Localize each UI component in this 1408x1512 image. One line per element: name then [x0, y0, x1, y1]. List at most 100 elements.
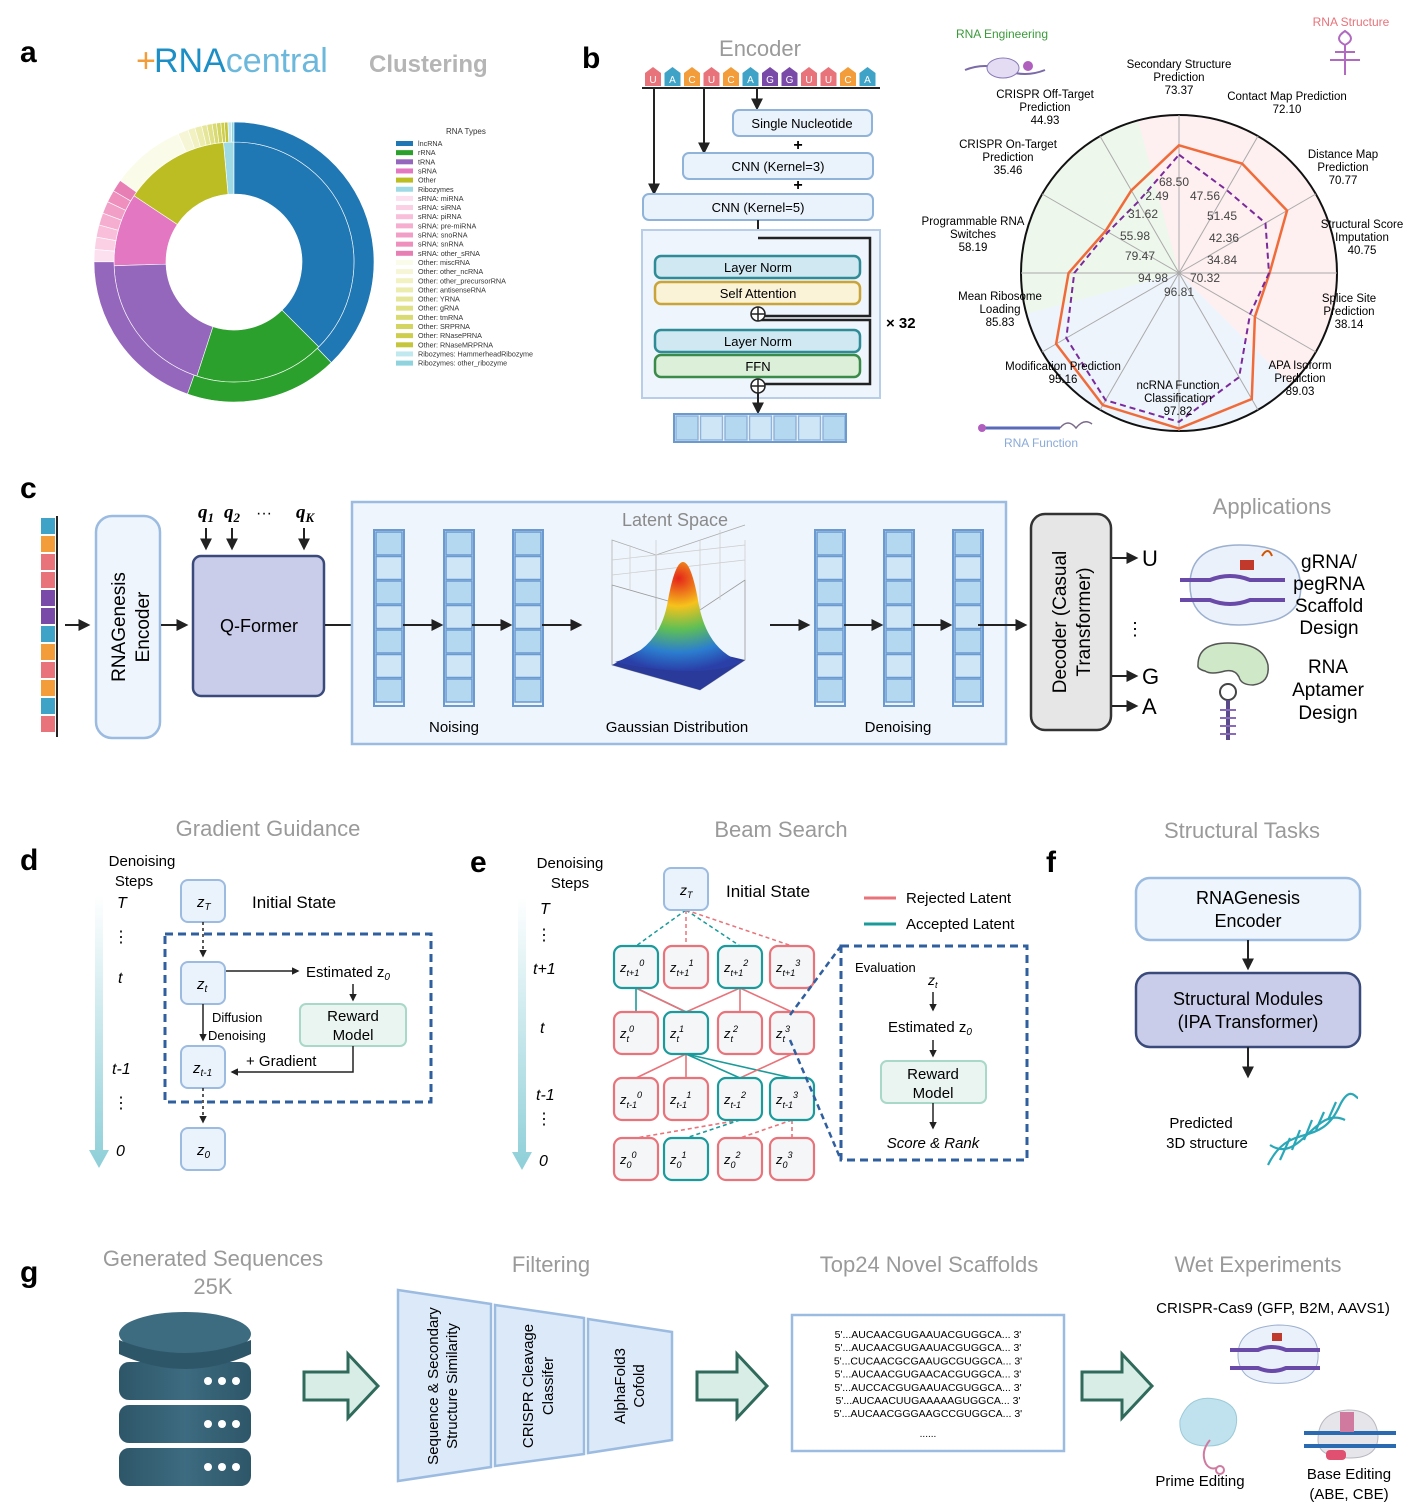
output-token-u: U [1142, 546, 1158, 571]
rna-type-legend: RNA Types lncRNArRNAtRNAsRNAOtherRibozym… [396, 127, 533, 368]
radar-axis-label: APA Isoform [1268, 360, 1331, 372]
radar-axis-value: 73.37 [1165, 85, 1194, 97]
scaffold-sequence: 5'...AUCCACGUGAAUACGUGGCA... 3' [834, 1382, 1021, 1394]
e-step-t-1: t-1 [536, 1087, 555, 1104]
e-steps-line1: Denoising [537, 855, 604, 872]
e-steps-arrow-icon [512, 897, 532, 1170]
nucleotide-letter: U [708, 75, 715, 86]
accepted-latent [662, 1010, 710, 1056]
cnn3-label: CNN (Kernel=3) [732, 159, 825, 174]
v-nucleotide-tile [41, 590, 55, 606]
latent-cell [514, 629, 542, 654]
scaffold-sequence: 5'...AUCAACGGGAAGCCGUGGCA... 3' [834, 1408, 1022, 1420]
generated-seq-line1: Generated Sequences [103, 1246, 323, 1271]
scaffold-sequence: 5'...AUCAACUUGAAAAAGUGGCA... 3' [836, 1395, 1021, 1407]
evaluation-label: Evaluation [855, 960, 916, 975]
e-step-t: t [540, 1020, 545, 1037]
v-nucleotide-tile [41, 698, 55, 714]
flow-arrow-2-icon [695, 1350, 770, 1422]
scaffold-sequence: 5'...AUCAACGUGAACACGUGGCA... 3' [835, 1369, 1022, 1381]
e-step-T: T [540, 901, 551, 918]
reward-model-line2: Model [333, 1027, 374, 1044]
latent-column [373, 529, 405, 707]
legend-entry: Other: RNaseMRPRNA [418, 340, 493, 349]
nucleotide-letter: C [844, 75, 851, 86]
nucleotide-letter: U [805, 75, 812, 86]
legend-swatch [396, 241, 413, 247]
single-nucleotide-box [732, 109, 873, 137]
outer-slice-other-miscrna [119, 133, 187, 193]
layer-norm-2-label: Layer Norm [724, 334, 792, 349]
e-step-t+1: t+1 [533, 961, 556, 978]
state-zT-label: zT [196, 894, 212, 913]
nucleotide-letter: C [688, 75, 695, 86]
filter1-line2: Structure Similarity [444, 1323, 461, 1449]
rnagenesis-encoder-line2: Encoder [133, 591, 154, 662]
radar-axis [1041, 193, 1180, 274]
legend-entry: Other: antisenseRNA [418, 285, 486, 294]
latent-cell [816, 604, 844, 630]
latent-cell [954, 604, 982, 630]
legend-entry: sRNA: piRNA [418, 212, 462, 221]
legend-entry: sRNA: snoRNA [418, 231, 468, 240]
radar-axis [1178, 193, 1317, 274]
scaffold-list-box [790, 1313, 1066, 1453]
nucleotide-tile [664, 67, 681, 86]
radar-inner-value: 34.84 [1207, 253, 1237, 267]
radar-series-baseline [1065, 153, 1271, 423]
outer-slice-other-grna [206, 123, 216, 145]
layer-norm-1-label: Layer Norm [724, 260, 792, 275]
self-attention-box [653, 280, 862, 306]
radar-axis [1178, 272, 1317, 353]
structural-modules-line2: (IPA Transformer) [1178, 1012, 1319, 1032]
structural-modules-line1: Structural Modules [1173, 989, 1323, 1009]
step-0: 0 [116, 1143, 125, 1160]
radar-axis [1041, 272, 1180, 353]
legend-swatch [396, 150, 413, 156]
latent-cell [375, 678, 403, 703]
filtering-title: Filtering [512, 1252, 590, 1277]
legend-swatch [396, 278, 413, 284]
qformer-box [191, 554, 326, 698]
latent-cell [375, 580, 403, 605]
v-nucleotide-tile [41, 518, 55, 534]
nucleotide-letter: A [747, 75, 754, 86]
latent-cell [885, 531, 913, 556]
legend-entry: lncRNA [418, 139, 443, 148]
radar-axis-label-2: Prediction [1019, 102, 1070, 114]
latent-cell [885, 604, 913, 630]
latent-cell [954, 580, 982, 605]
radar-inner-value: 42.36 [1209, 231, 1239, 245]
layer-norm-2-box [653, 328, 862, 354]
predicted-line2: 3D structure [1166, 1135, 1248, 1152]
outer-slice-other-antisenserna [194, 125, 207, 148]
latent-cell [514, 653, 542, 679]
app2-line3: Design [1298, 703, 1357, 724]
latent-cell [375, 555, 403, 581]
radar-axis-value: 58.19 [959, 242, 988, 254]
latent-cell [954, 555, 982, 581]
app1-line4: Design [1299, 618, 1358, 639]
base-editing-line2: (ABE, CBE) [1309, 1486, 1388, 1503]
legend-swatch [396, 287, 413, 293]
latent-cell [375, 629, 403, 654]
latent-cell [445, 555, 473, 581]
radar-inner-value: 47.56 [1190, 189, 1220, 203]
radar-axis-label: Secondary Structure [1127, 59, 1232, 71]
legend-swatch [396, 324, 413, 329]
rejected-latent [662, 944, 710, 990]
radar-axis [1099, 272, 1180, 411]
radar-axis-label: Modification Prediction [1005, 361, 1121, 373]
state-zt-label: zt [196, 976, 209, 995]
legend-swatch [396, 159, 413, 165]
nucleotide-letter: A [864, 75, 871, 86]
noising-label: Noising [429, 719, 479, 736]
cnn5-label: CNN (Kernel=5) [712, 200, 805, 215]
evaluation-dashed-box [839, 944, 1029, 1162]
latent-cell [816, 580, 844, 605]
latent-cell [445, 653, 473, 679]
query-dots: ··· [256, 505, 272, 522]
filter2-line1: CRISPR Cleavage [520, 1324, 537, 1448]
legend-swatch [396, 296, 413, 302]
